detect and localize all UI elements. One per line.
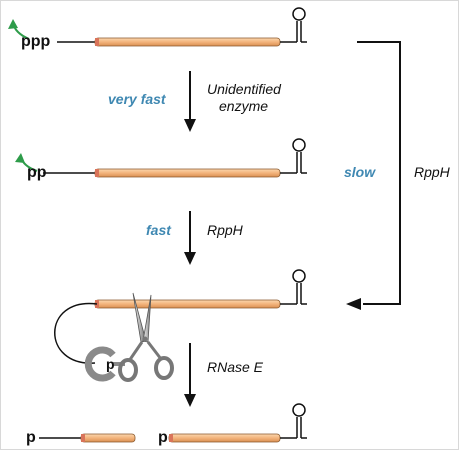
pocket-phosphate-label: p bbox=[106, 356, 115, 372]
arrow-step-1 bbox=[184, 71, 196, 132]
rna-end-cap bbox=[169, 434, 173, 442]
enzyme-label-rnase-e: RNase E bbox=[207, 359, 264, 375]
stem-loop-icon bbox=[292, 7, 307, 43]
stem-loop-icon bbox=[292, 269, 307, 305]
fragment-left-phosphate-label: p bbox=[26, 429, 36, 446]
scissors-icon bbox=[118, 292, 174, 382]
rna-triphosphate bbox=[8, 7, 307, 47]
rna-body bbox=[94, 37, 281, 47]
rate-label-slow: slow bbox=[344, 164, 376, 180]
rna-end-cap bbox=[95, 38, 99, 46]
arrow-slow-path bbox=[346, 41, 401, 310]
rna-fragment-right bbox=[168, 403, 307, 443]
fragment-right-phosphate-label: p bbox=[158, 429, 168, 446]
rate-label-very-fast: very fast bbox=[108, 91, 166, 107]
rna-body bbox=[168, 433, 281, 443]
enzyme-label-line2: enzyme bbox=[219, 98, 269, 114]
enzyme-label-line1: Unidentified bbox=[207, 81, 281, 97]
rna-body bbox=[80, 433, 136, 443]
rate-label-fast: fast bbox=[146, 222, 171, 238]
rna-end-cap bbox=[95, 169, 99, 177]
rna-fragment-left bbox=[39, 433, 136, 443]
rna-body bbox=[94, 299, 281, 309]
diphosphate-label: pp bbox=[27, 164, 47, 181]
enzyme-label-rpph-slow: RppH bbox=[414, 164, 450, 180]
rna-end-cap bbox=[81, 434, 85, 442]
rna-monophosphate bbox=[54, 269, 307, 364]
rna-diphosphate bbox=[15, 138, 307, 178]
arrow-step-3 bbox=[184, 343, 196, 407]
arrow-step-2 bbox=[184, 211, 196, 265]
enzyme-label-rpph: RppH bbox=[207, 222, 243, 238]
triphosphate-label: ppp bbox=[21, 33, 51, 50]
stem-loop-icon bbox=[292, 138, 307, 174]
rna-body bbox=[94, 168, 281, 178]
stem-loop-icon bbox=[292, 403, 307, 439]
